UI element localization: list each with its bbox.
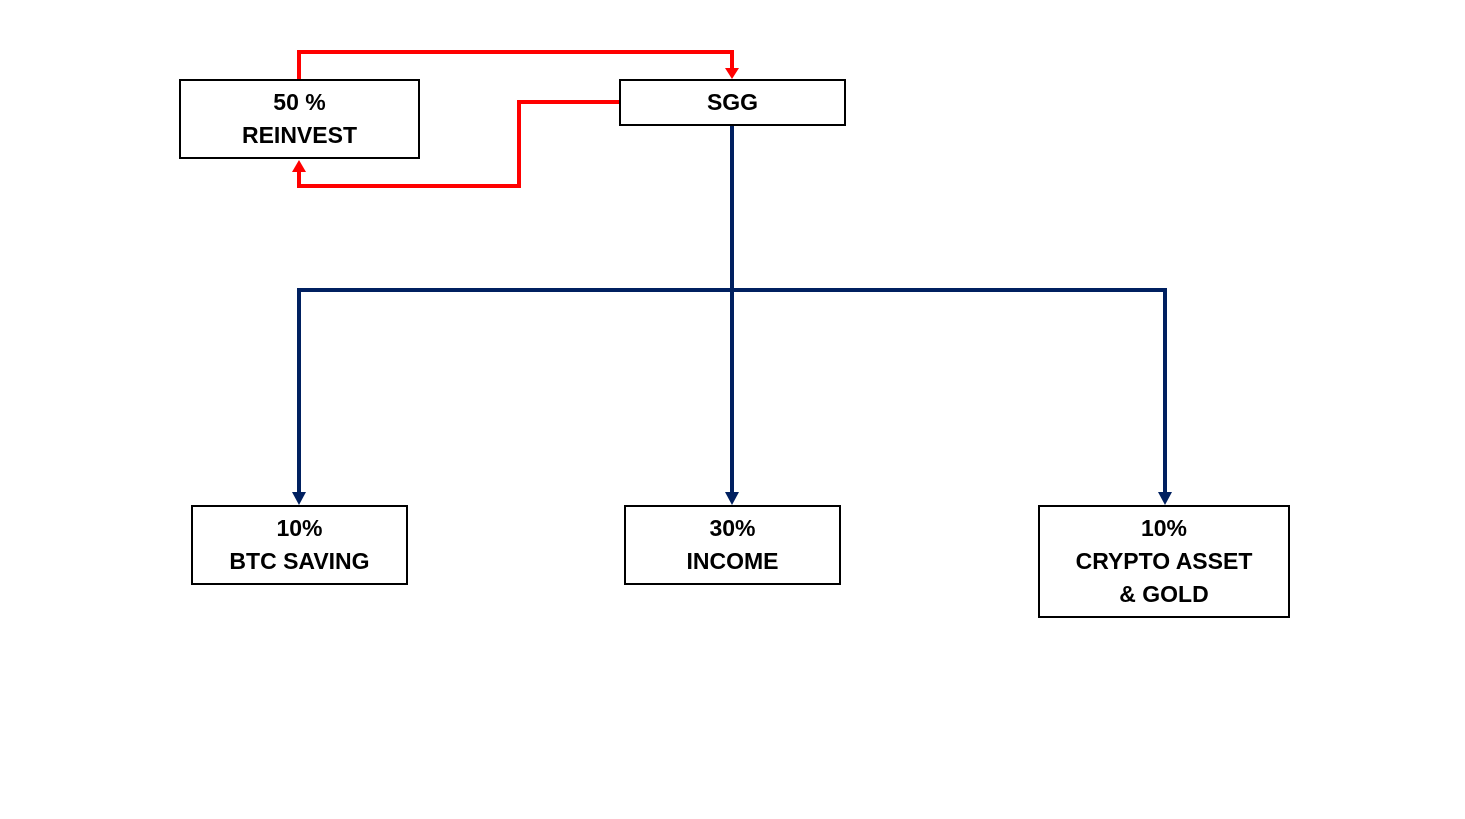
crypto-gold-percent: 10% bbox=[1140, 515, 1188, 541]
crypto-gold-label-line1: CRYPTO ASSET bbox=[1075, 548, 1253, 574]
reinvest-label: REINVEST bbox=[241, 122, 358, 148]
node-btc-saving: 10% BTC SAVING bbox=[191, 505, 408, 585]
income-label: INCOME bbox=[686, 548, 779, 574]
arrowhead-into-btc-saving bbox=[292, 492, 306, 505]
arrowhead-into-crypto-gold bbox=[1158, 492, 1172, 505]
node-reinvest: 50 % REINVEST bbox=[179, 79, 420, 159]
crypto-gold-label-line2: & GOLD bbox=[1119, 581, 1209, 607]
income-percent: 30% bbox=[709, 515, 756, 541]
arrowhead-into-reinvest bbox=[292, 160, 306, 172]
reinvest-percent: 50 % bbox=[273, 89, 326, 115]
edge-reinvest-to-sgg bbox=[297, 50, 734, 79]
edge-sgg-to-reinvest bbox=[297, 100, 619, 188]
arrowhead-into-sgg bbox=[725, 68, 739, 79]
btc-saving-percent: 10% bbox=[276, 515, 323, 541]
node-income: 30% INCOME bbox=[624, 505, 841, 585]
arrowhead-into-income bbox=[725, 492, 739, 505]
sgg-label: SGG bbox=[706, 89, 759, 115]
btc-saving-label: BTC SAVING bbox=[229, 548, 370, 574]
node-sgg: SGG bbox=[619, 79, 846, 126]
node-crypto-gold: 10% CRYPTO ASSET & GOLD bbox=[1038, 505, 1290, 618]
